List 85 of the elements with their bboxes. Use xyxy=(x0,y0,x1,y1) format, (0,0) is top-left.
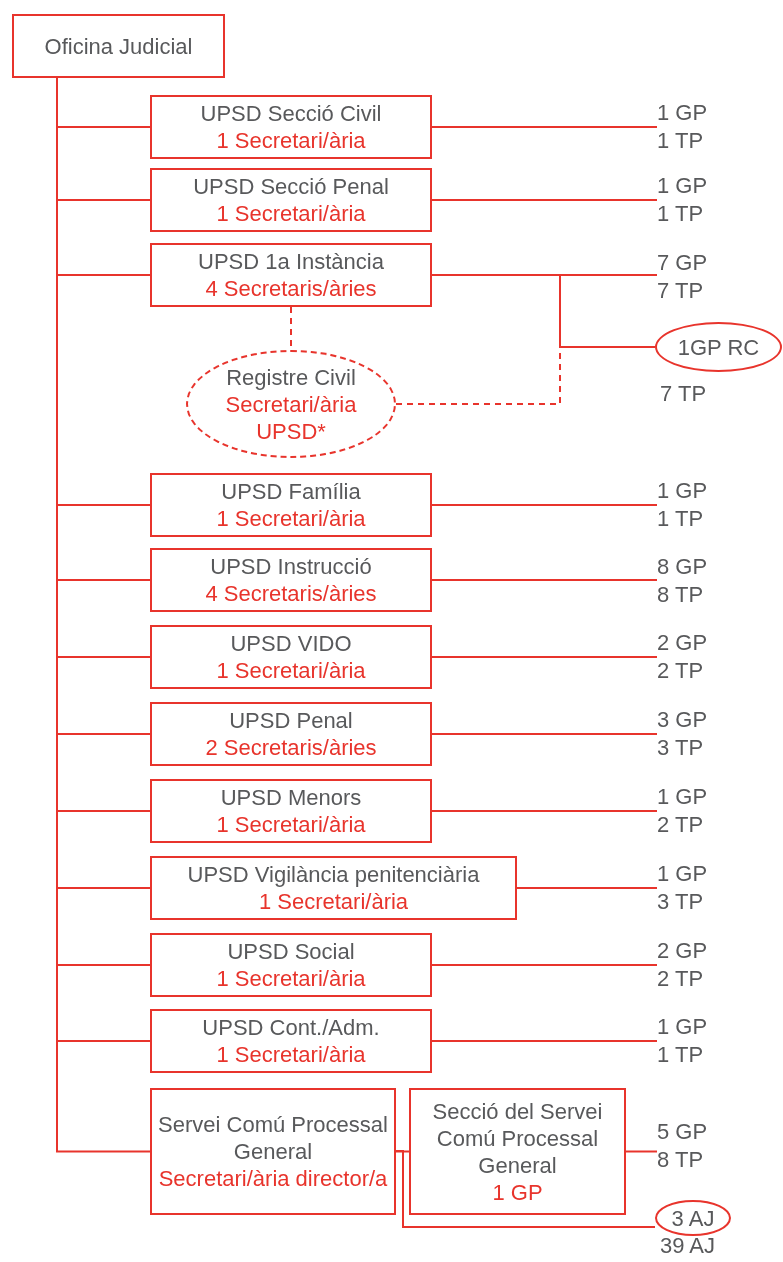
unit-box xyxy=(150,168,432,232)
connector-line xyxy=(431,964,658,966)
secretary-count: 1 Secretari/ària xyxy=(216,200,366,227)
connector-line xyxy=(625,1150,658,1153)
staff-count: 39 AJ xyxy=(660,1234,716,1258)
secretary-count: 1 GP xyxy=(492,1178,543,1206)
unit-name: UPSD Vigilància penitenciària xyxy=(187,861,480,888)
staff-count: 8 TP xyxy=(657,581,705,609)
unit-name: 1GP RC xyxy=(677,333,760,361)
unit-name: UPSD Secció Civil xyxy=(200,100,382,127)
secretary-count: 2 Secretaris/àries xyxy=(205,734,377,761)
unit-name: UPSD Secció Penal xyxy=(193,173,389,200)
unit-box xyxy=(150,548,432,612)
connector-line xyxy=(431,1040,658,1042)
unit-name: Secció del Servei Comú Processal General xyxy=(431,1097,604,1179)
connector-line xyxy=(431,579,658,581)
unit-box xyxy=(150,243,432,307)
staff-count: 1 GP xyxy=(657,860,709,888)
staff-count: 3 TP xyxy=(657,734,705,762)
unit-box xyxy=(12,14,225,78)
unit-name: UPSD Penal xyxy=(229,707,353,734)
secretary-count: 1 Secretari/ària xyxy=(216,965,366,992)
secretary-count: 1 Secretari/ària xyxy=(258,888,409,915)
unit-name: UPSD 1a Instància xyxy=(198,248,384,275)
staff-count: 1 GP xyxy=(657,1013,709,1041)
connector-line xyxy=(516,887,658,889)
unit-box xyxy=(150,779,432,843)
staff-count: 5 GP xyxy=(657,1118,709,1146)
secretary-count: 4 Secretaris/àries xyxy=(205,580,377,607)
staff-count: 1 TP xyxy=(657,1041,705,1069)
unit-box xyxy=(150,473,432,537)
staff-count: 3 GP xyxy=(657,706,709,734)
connector-line xyxy=(431,504,658,506)
unit-name: UPSD VIDO xyxy=(230,630,352,657)
staff-count: 2 TP xyxy=(657,657,705,685)
connector-line xyxy=(431,656,658,658)
staff-count: 7 TP xyxy=(660,382,707,406)
unit-box xyxy=(150,856,517,920)
unit-box xyxy=(150,1088,396,1215)
staff-count: 1 GP xyxy=(657,99,709,127)
secretary-count: 4 Secretaris/àries xyxy=(205,275,377,302)
staff-count: 8 TP xyxy=(657,1146,705,1174)
connector-line xyxy=(395,1150,656,1228)
secretary-count: Secretari/ària director/a xyxy=(158,1165,388,1192)
staff-count: 2 TP xyxy=(657,965,705,993)
unit-name: UPSD Social xyxy=(227,938,355,965)
staff-count: 2 TP xyxy=(657,811,705,839)
unit-name: 3 AJ xyxy=(671,1204,715,1232)
secretary-count: 1 Secretari/ària xyxy=(216,127,366,154)
secretary-count: Secretari/ària UPSD* xyxy=(224,390,358,445)
staff-count: 1 TP xyxy=(657,127,705,155)
unit-name: UPSD Cont./Adm. xyxy=(202,1014,380,1041)
unit-name: Servei Comú Processal General xyxy=(158,1111,388,1165)
secretary-count: 1 Secretari/ària xyxy=(216,811,366,838)
staff-count: 7 TP xyxy=(657,277,705,305)
unit-box xyxy=(150,933,432,997)
connector-line xyxy=(431,810,658,812)
connector-line xyxy=(431,126,658,128)
connector-line xyxy=(431,733,658,735)
staff-count: 7 GP xyxy=(657,249,709,277)
staff-count: 1 GP xyxy=(657,477,709,505)
unit-name: UPSD Instrucció xyxy=(210,553,372,580)
staff-count: 8 GP xyxy=(657,553,709,581)
connector-line xyxy=(431,199,658,201)
unit-box xyxy=(150,1009,432,1073)
staff-count: 1 GP xyxy=(657,172,709,200)
unit-name: UPSD Família xyxy=(221,478,361,505)
secretary-count: 1 Secretari/ària xyxy=(216,1041,366,1068)
secretary-count: 1 Secretari/ària xyxy=(216,505,366,532)
staff-count: 1 TP xyxy=(657,505,705,533)
staff-count: 1 GP xyxy=(657,783,709,811)
staff-count: 3 TP xyxy=(657,888,705,916)
unit-name: Registre Civil xyxy=(226,363,356,391)
unit-box xyxy=(409,1088,626,1215)
unit-box xyxy=(150,95,432,159)
staff-count: 2 GP xyxy=(657,629,709,657)
unit-box xyxy=(150,702,432,766)
connector-line xyxy=(431,274,656,348)
secretary-count: 1 Secretari/ària xyxy=(216,657,366,684)
staff-count: 2 GP xyxy=(657,937,709,965)
unit-name: Oficina Judicial xyxy=(44,32,193,60)
connector-line xyxy=(395,346,656,405)
staff-count: 1 TP xyxy=(657,200,705,228)
unit-box xyxy=(150,625,432,689)
unit-name: UPSD Menors xyxy=(220,784,362,811)
